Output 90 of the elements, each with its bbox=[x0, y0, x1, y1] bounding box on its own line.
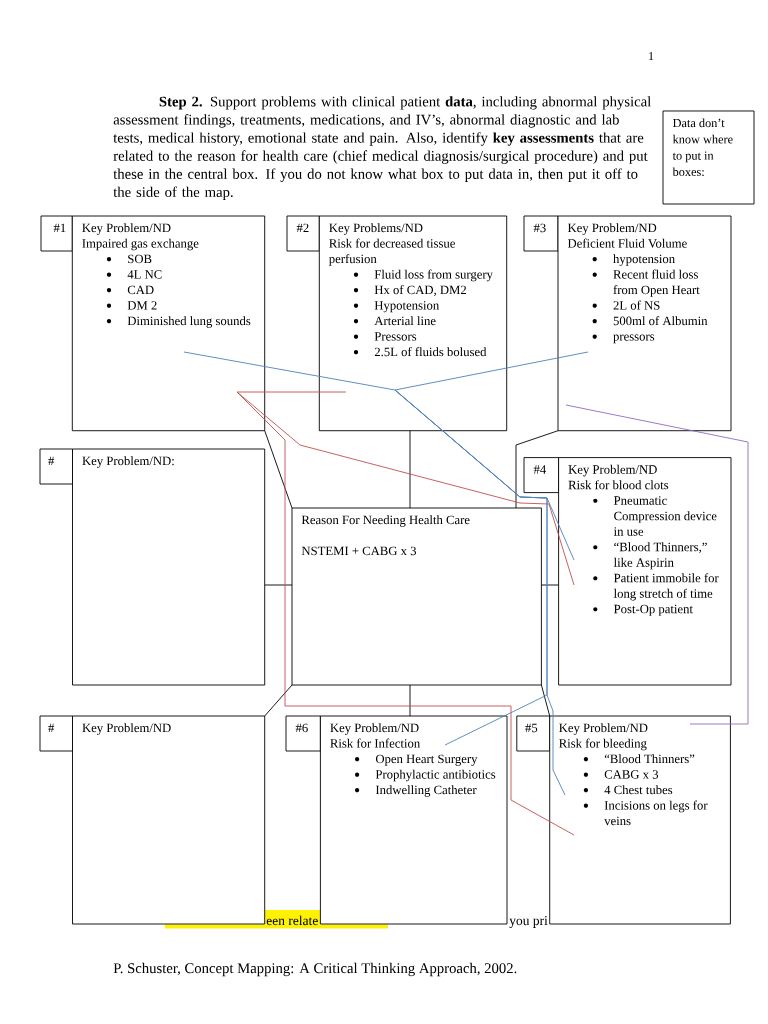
number-label: #6 bbox=[295, 723, 308, 733]
list-item: Fluid loss from surgery bbox=[374, 269, 493, 282]
text-fragment: you pri bbox=[509, 916, 548, 928]
list-item: “Blood Thinners,” like Aspirin bbox=[613, 542, 707, 570]
page-number: 1 bbox=[649, 52, 654, 60]
heading: Key Problem/ND bbox=[330, 723, 419, 735]
heading: Key Problem/ND bbox=[82, 723, 171, 735]
number-label: # bbox=[48, 456, 55, 466]
connector-line bbox=[394, 389, 566, 796]
connector-line bbox=[183, 351, 396, 391]
connector-line bbox=[409, 430, 411, 509]
list-item: Indwelling Catheter bbox=[375, 785, 477, 797]
problem-statement: Risk for decreased tissue perfusion bbox=[329, 238, 455, 266]
connector-line bbox=[236, 391, 575, 586]
heading: Key Problem/ND bbox=[559, 723, 648, 735]
connector-line bbox=[264, 584, 293, 586]
list-item: 500ml of Albumin bbox=[613, 316, 708, 326]
connector-line bbox=[236, 391, 347, 393]
list-item: DM 2 bbox=[127, 301, 157, 310]
number-label: # bbox=[48, 723, 55, 733]
number-tab bbox=[39, 448, 73, 485]
connector-line bbox=[264, 684, 293, 717]
number-label: #2 bbox=[296, 223, 309, 233]
number-tab bbox=[523, 457, 560, 494]
number-label: #1 bbox=[53, 223, 66, 233]
list-item: Pressors bbox=[374, 332, 417, 341]
heading: Key Problem/ND bbox=[568, 464, 657, 477]
highlighted-fragment: een relate bbox=[165, 910, 388, 929]
list-item: 2.5L of fluids bolused bbox=[374, 347, 487, 357]
heading: Reason For Needing Health Care bbox=[301, 515, 470, 527]
problem-statement: Impaired gas exchange bbox=[82, 238, 199, 251]
problem-box bbox=[557, 215, 732, 432]
connector-line bbox=[515, 430, 559, 509]
list-item: SOB bbox=[128, 254, 152, 264]
problem-box bbox=[549, 715, 731, 925]
heading: Key Problem/ND: bbox=[82, 456, 174, 468]
number-tab bbox=[285, 715, 321, 752]
problem-statement: Risk for Infection bbox=[330, 738, 420, 748]
list-item: Pneumatic Compression device in use bbox=[613, 496, 717, 536]
list-item: Hypotension bbox=[374, 301, 440, 313]
problem-statement: Risk for blood clots bbox=[568, 480, 669, 490]
list-item: Patient immobile for long stretch of time bbox=[613, 573, 719, 601]
number-tab bbox=[39, 715, 73, 752]
number-label: #5 bbox=[525, 723, 538, 733]
connector-line bbox=[264, 430, 293, 509]
list-item: “Blood Thinners” bbox=[604, 754, 695, 764]
heading: Key Problem/ND bbox=[567, 223, 657, 235]
note-text: Data don’t know where to put in boxes: bbox=[672, 118, 733, 177]
list-item: pressors bbox=[613, 334, 655, 344]
instruction-text: Step 2. Support problems with clinical patient data, including abnormal physical assessment findings, treatments, medications, and IV’s, abnormal diagnostic and lab tests, medical history, emotional state and pain. Also, identify key assessments that are related to the reason for health care (chief medical diagnosis/surgical procedure) and put these in the central box. If you do not know what box to put data in, then put it off to the side of the map. bbox=[113, 96, 651, 200]
list-item: Recent fluid loss from Open Heart bbox=[613, 269, 700, 297]
list-item: Open Heart Surgery bbox=[375, 754, 478, 766]
connector-line bbox=[394, 351, 589, 391]
list-item: 2L of NS bbox=[613, 300, 660, 310]
number-tab bbox=[516, 715, 551, 752]
problem-box bbox=[319, 715, 508, 925]
problem-box bbox=[72, 448, 266, 686]
list-item: Hx of CAD, DM2 bbox=[374, 285, 466, 296]
problem-box bbox=[71, 215, 266, 432]
list-item: Prophylactic antibiotics bbox=[375, 769, 496, 782]
list-item: hypotension bbox=[613, 254, 675, 266]
problem-box bbox=[558, 457, 732, 686]
connector-line bbox=[540, 584, 560, 586]
number-tab bbox=[523, 215, 559, 252]
note-box bbox=[662, 110, 755, 205]
connector-line bbox=[540, 684, 551, 717]
diagnosis-text: NSTEMI + CABG x 3 bbox=[301, 546, 416, 556]
list-item: Incisions on legs for veins bbox=[604, 800, 708, 826]
connector-line bbox=[409, 684, 411, 717]
list-item: 4 Chest tubes bbox=[604, 785, 673, 795]
list-item: Diminished lung sounds bbox=[127, 316, 251, 328]
problem-box bbox=[72, 715, 266, 925]
diagnosis-box bbox=[291, 507, 542, 686]
list-item: Post-Op patient bbox=[613, 604, 693, 616]
connector-line bbox=[565, 404, 749, 725]
problem-statement: Risk for bleeding bbox=[559, 738, 647, 751]
number-label: #4 bbox=[533, 465, 546, 474]
number-tab bbox=[40, 215, 73, 252]
problem-statement: Deficient Fluid Volume bbox=[567, 238, 687, 248]
list-item: Arterial line bbox=[374, 316, 436, 326]
list-item: 4L NC bbox=[127, 270, 162, 279]
list-item: CAD bbox=[127, 285, 154, 295]
heading: Key Problems/ND bbox=[329, 223, 423, 235]
list-item: CABG x 3 bbox=[604, 770, 659, 779]
citation: P. Schuster, Concept Mapping: A Critical Thinking Approach, 2002. bbox=[113, 962, 517, 977]
connector-line bbox=[236, 391, 575, 836]
problem-box bbox=[318, 215, 508, 432]
number-tab bbox=[286, 215, 320, 252]
heading: Key Problem/ND bbox=[82, 223, 171, 235]
number-label: #3 bbox=[533, 223, 546, 233]
